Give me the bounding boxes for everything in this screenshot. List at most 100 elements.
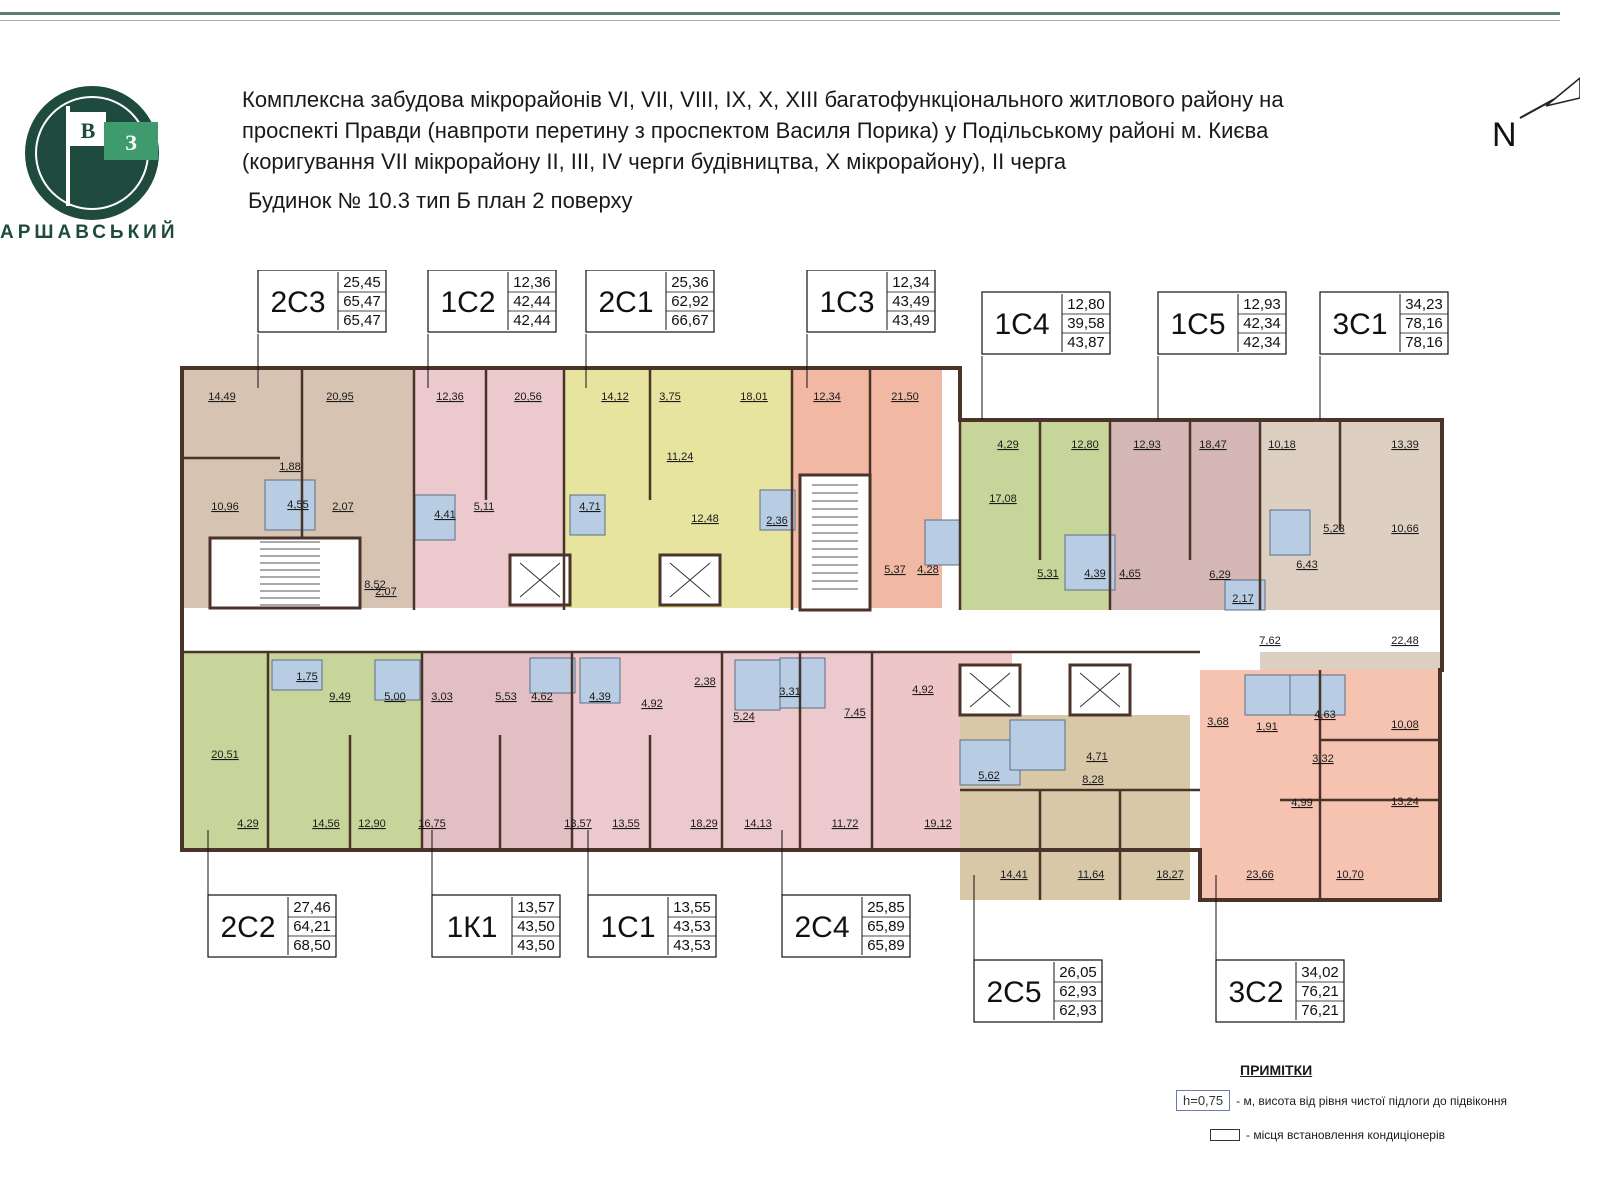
apartment-area-value: 25,36 [671, 274, 709, 291]
room-area-label: 3,32 [1312, 753, 1333, 765]
tag-frame [1157, 291, 1287, 355]
room-area-label: 20,51 [211, 749, 239, 761]
tag-frame [981, 291, 1111, 355]
elevator-cross [1079, 672, 1121, 708]
apartment-code: 2С3 [270, 286, 325, 319]
apartment-area-value: 12,80 [1067, 296, 1105, 313]
room-area-label: 5,00 [384, 691, 405, 703]
room-area-label: 5,53 [495, 691, 516, 703]
elevator-cross [969, 672, 1011, 708]
apartment-area-value: 78,16 [1405, 315, 1443, 332]
apartment-area-value: 62,92 [671, 293, 709, 310]
title-line: Комплексна забудова мікрорайонів VI, VII… [242, 87, 1284, 112]
legend-title: ПРИМІТКИ [1240, 1062, 1313, 1078]
apartment-area-value: 42,44 [513, 293, 551, 310]
apartment-area-value: 76,21 [1301, 983, 1339, 1000]
apartment-area-value: 65,47 [343, 312, 381, 329]
bathroom-tiles [579, 657, 621, 704]
apartment-code: 1С4 [994, 308, 1049, 341]
room-area-label: 13,24 [1391, 796, 1419, 808]
room-area-label: 4,92 [641, 698, 662, 710]
room-area-label: 4,29 [237, 818, 258, 830]
tag-frame [427, 269, 557, 333]
room-area-label: 7,62 [1259, 635, 1280, 647]
bathroom-tiles [1224, 579, 1266, 611]
room-area-label: 4,39 [1084, 568, 1105, 580]
bathroom-tiles [1244, 674, 1296, 716]
bathroom-tiles [271, 659, 323, 691]
room-area-label: 6,29 [1209, 569, 1230, 581]
room-area-label: 2,17 [1232, 593, 1253, 605]
room-area-label: 3,75 [659, 391, 680, 403]
bathroom-tiles [1009, 719, 1066, 771]
room-area-label: 3,31 [779, 686, 800, 698]
room-area-label: 12,36 [436, 391, 464, 403]
apartment-area-value: 39,58 [1067, 315, 1105, 332]
room-area-label: 17,08 [989, 493, 1017, 505]
room-area-label: 5,37 [884, 564, 905, 576]
apartment-area-value: 13,57 [517, 899, 555, 916]
room-area-label: 14,13 [744, 818, 772, 830]
bathroom-tiles [1064, 534, 1116, 591]
room-area-label: 4,55 [287, 499, 308, 511]
apartment-area-value: 78,16 [1405, 334, 1443, 351]
apartment-area-value: 12,34 [892, 274, 930, 291]
room-area-label: 4,71 [579, 501, 600, 513]
apartment-area-value: 68,50 [293, 937, 331, 954]
room-area-label: 19,12 [924, 818, 952, 830]
apartment-area-value: 26,05 [1059, 964, 1097, 981]
apartment-area-value: 62,93 [1059, 983, 1097, 1000]
tag-frame [431, 894, 561, 958]
apartment-area-value: 76,21 [1301, 1002, 1339, 1019]
tag-frame [1319, 291, 1449, 355]
apartment-area-value: 42,44 [513, 312, 551, 329]
apartment-code: 2С1 [598, 286, 653, 319]
height-symbol: h=0,75 [1176, 1090, 1231, 1111]
room-area-label: 18,29 [690, 818, 718, 830]
room-area-label: 14,49 [208, 391, 236, 403]
legend-row-height: h=0,75 - м, висота від рівня чистої підл… [1176, 1090, 1507, 1111]
tag-frame [973, 959, 1103, 1023]
apartment-area-value: 34,23 [1405, 296, 1443, 313]
room-area-label: 16,75 [418, 818, 446, 830]
svg-text:В: В [81, 118, 96, 143]
apartment-code: 1С1 [600, 911, 655, 944]
room-area-label: 5,23 [1323, 523, 1344, 535]
legend-row-ac: - місця встановлення кондиціонерів [1210, 1128, 1445, 1142]
apartment-area-value: 43,50 [517, 918, 555, 935]
room-area-label: 18,27 [1156, 869, 1184, 881]
room-area-label: 9,49 [329, 691, 350, 703]
room-area-label: 12,80 [1071, 439, 1099, 451]
room-area-label: 21,50 [891, 391, 919, 403]
apartment-area-value: 12,93 [1243, 296, 1281, 313]
apartment-area-value: 65,47 [343, 293, 381, 310]
apartment-area-value: 66,67 [671, 312, 709, 329]
ac-symbol [1210, 1129, 1240, 1141]
room-area-label: 13,39 [1391, 439, 1419, 451]
room-area-label: 22,48 [1391, 635, 1419, 647]
apartment-code: 1С3 [819, 286, 874, 319]
apartment-area-value: 25,45 [343, 274, 381, 291]
room-area-label: 11,24 [667, 451, 694, 463]
apartment-code: 1К1 [447, 911, 498, 944]
room-area-label: 13,55 [612, 818, 640, 830]
room-area-label: 20,95 [326, 391, 354, 403]
apartment-area-value: 42,34 [1243, 315, 1281, 332]
project-title: Комплексна забудова мікрорайонів VI, VII… [242, 84, 1472, 177]
apartment-code: 3С1 [1332, 308, 1387, 341]
plan-subtitle: Будинок № 10.3 тип Б план 2 поверху [248, 188, 633, 213]
room-area-label: 2,36 [766, 515, 787, 527]
room-area-label: 2,07 [375, 586, 396, 598]
apartment-area-value: 65,89 [867, 937, 905, 954]
bathroom-tiles [759, 489, 796, 531]
apartment-area-value: 43,49 [892, 312, 930, 329]
room-area-label: 7,45 [844, 707, 865, 719]
apartment-area-value: 64,21 [293, 918, 331, 935]
logo-wordmark: АРШАВСЬКИЙ [0, 222, 179, 243]
bathroom-tiles [734, 659, 781, 711]
apartment-code: 2С2 [220, 911, 275, 944]
